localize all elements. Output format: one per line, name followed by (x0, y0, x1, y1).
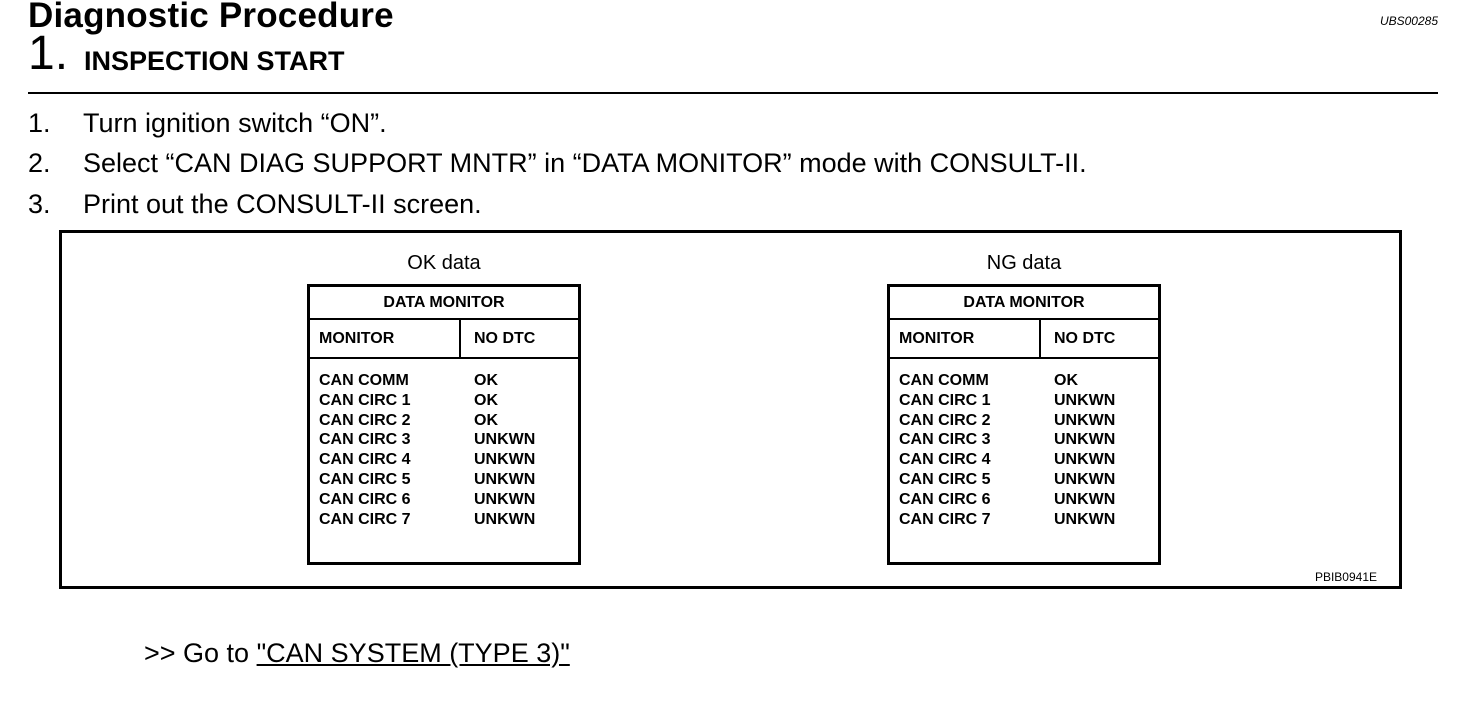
monitor-item-name: CAN CIRC 6 (899, 490, 991, 508)
monitor-item-name: CAN CIRC 7 (899, 510, 991, 528)
step-label: INSPECTION START (84, 46, 345, 76)
instruction-text: Turn ignition switch “ON”. (83, 108, 387, 138)
section-code: UBS00285 (1379, 14, 1438, 28)
monitor-item-name: CAN CIRC 2 (319, 411, 411, 429)
monitor-row: CAN CIRC 6 UNKWN (310, 490, 578, 510)
goto-prefix: >> Go to (144, 638, 257, 668)
monitor-row: CAN CIRC 7 UNKWN (890, 510, 1158, 530)
column-monitor: MONITOR (899, 330, 975, 347)
column-no-dtc: NO DTC (474, 330, 536, 347)
monitor-item-name: CAN COMM (899, 372, 989, 389)
instruction-number: 3. (28, 189, 51, 219)
monitor-row: CAN CIRC 1 OK (310, 391, 578, 411)
instruction-text: Select “CAN DIAG SUPPORT MNTR” in “DATA … (83, 148, 1087, 178)
monitor-row: CAN CIRC 5 UNKWN (890, 470, 1158, 490)
monitor-row: CAN COMM OK (310, 371, 578, 391)
ok-data-monitor-screen: DATA MONITOR MONITOR NO DTC CAN COMM OK C… (307, 284, 581, 565)
monitor-item-name: CAN CIRC 3 (319, 431, 411, 449)
monitor-row: CAN CIRC 1 UNKWN (890, 391, 1158, 411)
monitor-item-name: CAN CIRC 5 (319, 470, 411, 488)
column-no-dtc: NO DTC (1054, 330, 1116, 347)
figure-code: PBIB0941E (1314, 570, 1377, 584)
monitor-item-value: UNKWN (1054, 490, 1116, 508)
monitor-item-value: UNKWN (1054, 451, 1116, 469)
monitor-item-value: OK (474, 372, 498, 389)
monitor-item-name: CAN CIRC 4 (899, 451, 991, 469)
can-system-type-3-link[interactable]: "CAN SYSTEM (TYPE 3)" (256, 638, 570, 668)
monitor-item-value: UNKWN (474, 510, 536, 528)
monitor-item-name: CAN CIRC 5 (899, 470, 991, 488)
monitor-item-value: UNKWN (1054, 411, 1116, 429)
monitor-row: CAN CIRC 2 UNKWN (890, 411, 1158, 431)
ng-data-monitor-screen: DATA MONITOR MONITOR NO DTC CAN COMM OK C… (887, 284, 1161, 565)
monitor-row: CAN CIRC 4 UNKWN (310, 450, 578, 470)
monitor-row: CAN CIRC 5 UNKWN (310, 470, 578, 490)
monitor-item-value: UNKWN (1054, 391, 1116, 409)
column-divider (1039, 320, 1041, 357)
monitor-rows: CAN COMM OK CAN CIRC 1 OK CAN CIRC 2 OK CAN… (310, 359, 578, 529)
monitor-item-value: UNKWN (474, 431, 536, 449)
monitor-row: CAN CIRC 6 UNKWN (890, 490, 1158, 510)
column-divider (459, 320, 461, 357)
instruction-number: 1. (28, 108, 51, 138)
page-title: Diagnostic Procedure (28, 0, 394, 35)
ng-data-caption: NG data (986, 252, 1062, 274)
monitor-item-value: OK (474, 391, 498, 409)
monitor-item-value: UNKWN (1054, 510, 1116, 528)
monitor-rows: CAN COMM OK CAN CIRC 1 UNKWN CAN CIRC 2 UNK… (890, 359, 1158, 529)
monitor-item-value: UNKWN (474, 470, 536, 488)
ok-data-caption: OK data (407, 252, 481, 274)
monitor-row: CAN COMM OK (890, 371, 1158, 391)
monitor-row: CAN CIRC 3 UNKWN (890, 430, 1158, 450)
monitor-item-value: OK (474, 411, 498, 429)
monitor-item-name: CAN CIRC 7 (319, 510, 411, 528)
monitor-item-name: CAN COMM (319, 372, 409, 389)
monitor-item-name: CAN CIRC 3 (899, 431, 991, 449)
monitor-item-name: CAN CIRC 1 (319, 391, 411, 409)
instruction-number: 2. (28, 148, 51, 178)
step-number: 1. (28, 27, 69, 80)
divider-rule (28, 92, 1438, 94)
monitor-item-name: CAN CIRC 6 (319, 490, 411, 508)
monitor-item-name: CAN CIRC 1 (899, 391, 991, 409)
monitor-row: CAN CIRC 7 UNKWN (310, 510, 578, 530)
monitor-column-headers: MONITOR NO DTC (890, 320, 1158, 359)
monitor-header: DATA MONITOR (890, 287, 1158, 320)
monitor-header: DATA MONITOR (310, 287, 578, 320)
monitor-item-value: UNKWN (1054, 470, 1116, 488)
figure-frame: OK data DATA MONITOR MONITOR NO DTC CAN … (59, 230, 1402, 589)
instruction-text: Print out the CONSULT-II screen. (83, 189, 482, 219)
monitor-item-name: CAN CIRC 4 (319, 451, 411, 469)
monitor-row: CAN CIRC 3 UNKWN (310, 430, 578, 450)
monitor-item-name: CAN CIRC 2 (899, 411, 991, 429)
monitor-item-value: UNKWN (474, 490, 536, 508)
navigation-line: >> Go to "CAN SYSTEM (TYPE 3)" (144, 638, 570, 669)
monitor-item-value: OK (1054, 372, 1078, 389)
monitor-row: CAN CIRC 2 OK (310, 411, 578, 431)
monitor-column-headers: MONITOR NO DTC (310, 320, 578, 359)
monitor-item-value: UNKWN (1054, 431, 1116, 449)
column-monitor: MONITOR (319, 330, 395, 347)
monitor-row: CAN CIRC 4 UNKWN (890, 450, 1158, 470)
monitor-item-value: UNKWN (474, 451, 536, 469)
